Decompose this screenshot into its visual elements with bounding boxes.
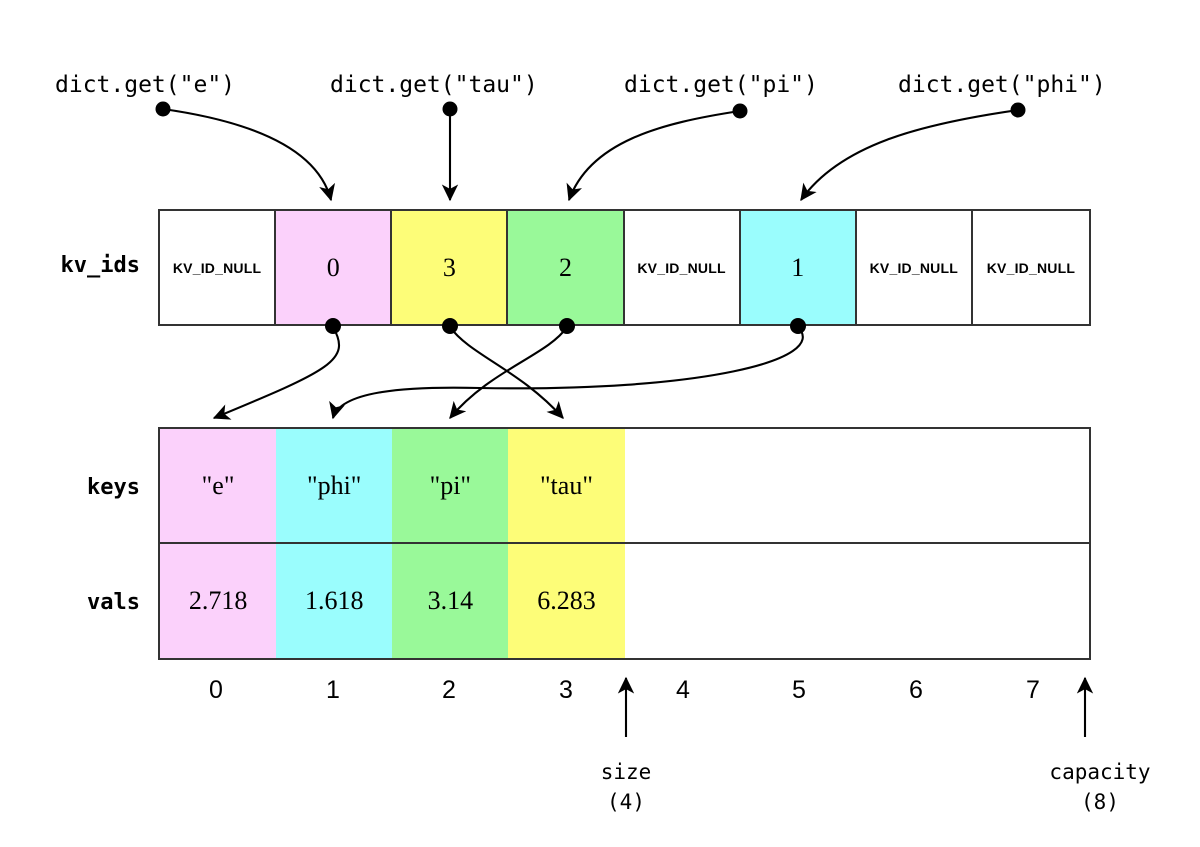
kv-ids-cell-6-value: KV_ID_NULL bbox=[869, 259, 958, 276]
keys-cell-1-value: "phi" bbox=[306, 470, 362, 500]
kv-ids-cell-4: KV_ID_NULL bbox=[624, 211, 741, 324]
row-label-kv-ids: kv_ids bbox=[60, 253, 140, 278]
capacity-marker-label: capacity bbox=[1049, 760, 1151, 784]
kv-ids-cell-3-value: 2 bbox=[558, 252, 572, 282]
arrow-get-phi-to-kvids5 bbox=[800, 108, 1019, 202]
keys-cell-4 bbox=[624, 429, 741, 544]
size-marker-caption: size (4) bbox=[566, 760, 686, 814]
index-label-6: 6 bbox=[909, 676, 923, 704]
kv-ids-cell-7: KV_ID_NULL bbox=[972, 211, 1089, 324]
kv-ids-cell-0-value: KV_ID_NULL bbox=[172, 259, 262, 276]
vals-cell-1: 1.618 bbox=[276, 544, 393, 658]
capacity-marker-sub: (8) bbox=[1081, 790, 1119, 814]
arrow-kvids5-to-slot1 bbox=[329, 326, 804, 420]
kv-ids-cell-2-value: 3 bbox=[442, 252, 456, 282]
vals-cell-2-value: 3.14 bbox=[427, 586, 474, 615]
arrow-kvids2-to-slot3 bbox=[449, 326, 564, 419]
vals-cell-1-value: 1.618 bbox=[304, 586, 364, 615]
kv-ids-cell-5-value: 1 bbox=[791, 252, 805, 282]
arrow-get-pi-to-kvids3 bbox=[566, 109, 741, 202]
kv-ids-table: KV_ID_NULL 0 3 2 KV_ID_NULL 1 KV_ID_NULL… bbox=[158, 209, 1091, 326]
index-label-2: 2 bbox=[442, 676, 456, 704]
dot-get-pi bbox=[732, 103, 748, 119]
vals-cell-2: 3.14 bbox=[392, 544, 509, 658]
index-label-4: 4 bbox=[676, 676, 690, 704]
call-label-get-e: dict.get("e") bbox=[55, 72, 236, 98]
dot-get-phi bbox=[1010, 102, 1026, 118]
size-marker-sub: (4) bbox=[607, 790, 645, 814]
keys-vals-table: "e" 2.718 "phi" 1.618 "pi" 3.14 "tau" 6.… bbox=[158, 427, 1091, 660]
call-label-get-pi: dict.get("pi") bbox=[624, 72, 818, 98]
keys-cell-2: "pi" bbox=[392, 429, 509, 544]
row-label-vals: vals bbox=[87, 590, 140, 615]
index-label-3: 3 bbox=[559, 676, 573, 704]
vals-cell-0-value: 2.718 bbox=[188, 586, 248, 615]
vals-cell-5 bbox=[740, 544, 857, 658]
keys-cell-0-value: "e" bbox=[201, 470, 235, 500]
vals-cell-4 bbox=[624, 544, 741, 658]
vals-cell-3-value: 6.283 bbox=[537, 586, 596, 615]
row-label-keys: keys bbox=[87, 475, 140, 500]
kv-ids-cell-7-value: KV_ID_NULL bbox=[986, 259, 1076, 276]
keys-cell-2-value: "pi" bbox=[429, 470, 472, 500]
vals-cell-3: 6.283 bbox=[508, 544, 625, 658]
keys-cell-0: "e" bbox=[160, 429, 277, 544]
dot-get-tau bbox=[442, 101, 458, 117]
kv-ids-cell-0: KV_ID_NULL bbox=[160, 211, 277, 324]
vals-cell-0: 2.718 bbox=[160, 544, 277, 658]
kv-ids-cell-3: 2 bbox=[508, 211, 625, 324]
keys-cell-3: "tau" bbox=[508, 429, 625, 544]
kv-ids-cell-2: 3 bbox=[392, 211, 509, 324]
index-label-1: 1 bbox=[326, 676, 340, 704]
kv-ids-cell-6: KV_ID_NULL bbox=[856, 211, 973, 324]
call-label-get-phi: dict.get("phi") bbox=[898, 72, 1106, 98]
keys-cell-7 bbox=[972, 429, 1089, 544]
kv-ids-cell-5: 1 bbox=[740, 211, 857, 324]
capacity-marker-caption: capacity (8) bbox=[1020, 760, 1180, 814]
kv-ids-cell-4-value: KV_ID_NULL bbox=[637, 259, 726, 276]
arrow-get-e-to-kvids1 bbox=[162, 107, 335, 202]
keys-cell-3-value: "tau" bbox=[539, 470, 593, 500]
vals-cell-6 bbox=[856, 544, 973, 658]
kv-ids-cell-1: 0 bbox=[276, 211, 393, 324]
keys-cell-1: "phi" bbox=[276, 429, 393, 544]
keys-cell-5 bbox=[740, 429, 857, 544]
keys-cell-6 bbox=[856, 429, 973, 544]
arrow-kvids3-to-slot2 bbox=[449, 326, 568, 419]
index-label-7: 7 bbox=[1026, 676, 1040, 704]
arrow-kvids1-to-slot0 bbox=[212, 326, 341, 420]
size-marker-label: size bbox=[600, 760, 652, 784]
index-label-5: 5 bbox=[792, 676, 806, 704]
vals-cell-7 bbox=[972, 544, 1089, 658]
index-label-0: 0 bbox=[209, 676, 223, 704]
kv-ids-cell-1-value: 0 bbox=[326, 252, 340, 282]
dot-get-e bbox=[155, 101, 171, 117]
call-label-get-tau: dict.get("tau") bbox=[330, 72, 538, 98]
